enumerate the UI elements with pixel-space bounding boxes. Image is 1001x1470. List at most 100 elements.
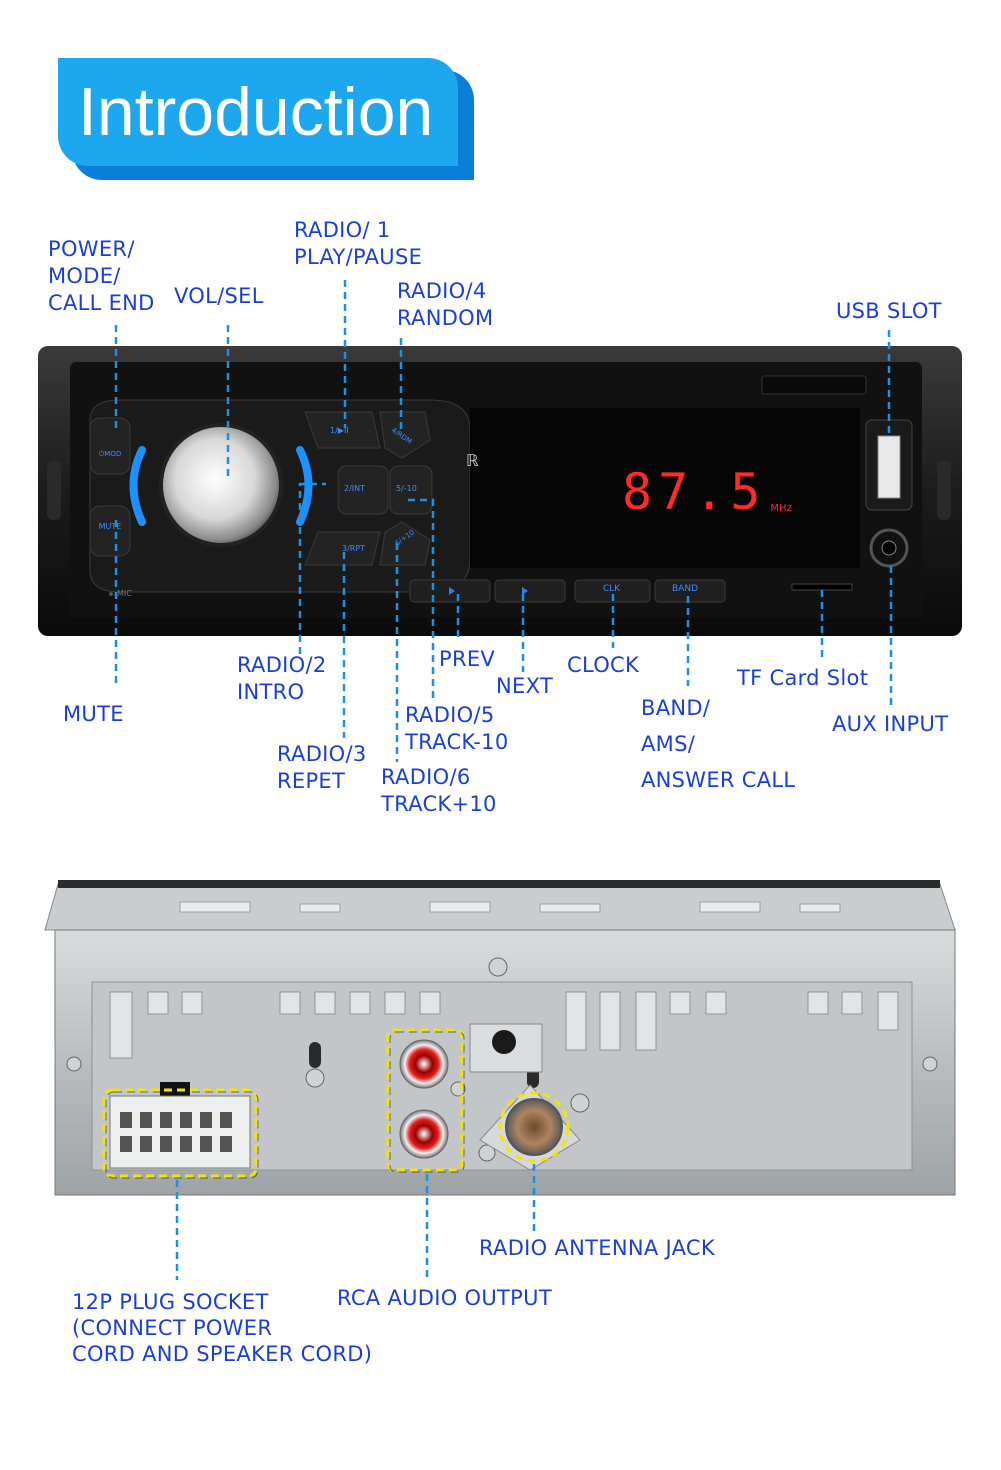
label-plug: 12P PLUG SOCKET (CONNECT POWER CORD AND … [72,1289,372,1367]
label-radio5-line2: TRACK-10 [405,730,509,754]
label-radio1-line2: PLAY/PAUSE [294,245,423,269]
vent [314,991,336,1015]
label-antenna-line1: RADIO ANTENNA JACK [479,1236,715,1260]
vent [109,991,133,1059]
preset-2-glyph[interactable]: 2/INT [344,484,366,493]
screw [922,1056,938,1072]
preset-button-6 [379,521,431,566]
vent [181,991,203,1015]
aux-hole [881,540,897,556]
socket-pin [180,1136,192,1152]
label-vol-line1: VOL/SEL [174,284,264,308]
display-screen [470,408,860,568]
label-usb: USB SLOT [836,298,942,325]
socket-pin [220,1112,232,1128]
screw [305,1068,325,1088]
label-band-line2: AMS/ [641,732,696,756]
banner-background [58,58,458,166]
highlight-rca-shadow [389,1031,465,1173]
vent [877,991,899,1031]
clock-button-glyph[interactable]: CLK [603,584,621,594]
mic-hole [109,592,113,596]
label-next-line1: NEXT [496,674,554,698]
top-cutout [299,903,341,913]
socket-pin [220,1136,232,1152]
label-aux: AUX INPUT [832,711,948,738]
label-radio4-line2: RANDOM [397,306,494,330]
knob-glow-right [296,446,313,526]
label-radio4: RADIO/4 RANDOM [397,278,493,332]
vent [384,991,406,1015]
leader-radio5 [408,498,435,698]
label-band-line1: BAND/ [641,696,711,720]
power-button [89,417,131,475]
vent [147,991,169,1015]
label-power: POWER/ MODE/ CALL END [48,236,155,317]
label-mute: MUTE [63,701,124,728]
page-title: Introduction [78,74,434,150]
vent [669,991,691,1015]
socket-pin [180,1112,192,1128]
label-plug-line2: (CONNECT POWER [72,1316,273,1340]
socket-pin [200,1112,212,1128]
rca-jack-top [399,1039,449,1089]
label-usb-line1: USB SLOT [836,299,942,323]
antenna-jack [505,1098,563,1156]
label-radio5-line1: RADIO/5 [405,703,495,727]
usb-slot [877,435,901,499]
socket-pin [140,1112,152,1128]
screw [478,1144,496,1162]
top-cutout [539,903,601,913]
vent [349,991,371,1015]
display-readout: 87.5 MHz [622,466,792,518]
vent [635,991,657,1051]
socket-pin [120,1136,132,1152]
label-radio3-line2: REPET [277,769,346,793]
band-button-glyph[interactable]: BAND [672,584,698,594]
brand-glyph: ℝ [466,451,479,470]
label-rca-line1: RCA AUDIO OUTPUT [337,1286,552,1310]
label-mute-line1: MUTE [63,702,124,726]
power-button-glyph[interactable]: ⏻MOD [98,450,122,458]
label-clock-line1: CLOCK [567,653,640,677]
label-rca: RCA AUDIO OUTPUT [337,1285,552,1312]
socket-pin [200,1136,212,1152]
plug-socket [109,1095,251,1169]
highlight-plug-shadow [105,1091,259,1179]
leader-radio2 [298,482,326,654]
vent [279,991,301,1015]
knob-glow-left [129,446,146,526]
preset-5-glyph[interactable]: 5/-10 [396,484,417,493]
preset-3-glyph[interactable]: 3/RPT [342,544,366,553]
label-band-line3: ANSWER CALL [641,768,796,792]
socket-pin [140,1136,152,1152]
label-power-line1: POWER/ [48,237,135,261]
mute-button-glyph[interactable]: MUTE [98,522,122,531]
highlight-antenna [498,1091,570,1163]
label-radio6-line2: TRACK+10 [381,792,497,816]
label-radio1: RADIO/ 1 PLAY/PAUSE [294,217,422,271]
vent [841,991,863,1015]
preset-button-3 [304,531,381,566]
label-clock: CLOCK [567,652,639,679]
screw [570,1093,590,1113]
label-aux-line1: AUX INPUT [832,712,949,736]
preset-button-5 [389,465,433,515]
label-radio3: RADIO/3 REPET [277,741,367,795]
label-radio1-line1: RADIO/ 1 [294,218,391,242]
prev-icon [449,587,455,595]
label-tf: TF Card Slot [737,665,868,692]
screw [488,957,508,977]
preset-1-glyph[interactable]: 1/▶II [330,426,349,435]
label-radio5: RADIO/5 TRACK-10 [405,702,509,756]
mount-slot [309,1042,321,1068]
left-side-tab [47,460,61,520]
label-prev: PREV [439,646,495,673]
label-plug-line1: 12P PLUG SOCKET [72,1290,269,1314]
top-cutout [699,901,761,913]
preset-button-1 [304,411,381,449]
label-plug-line3: CORD AND SPEAKER CORD) [72,1342,373,1366]
